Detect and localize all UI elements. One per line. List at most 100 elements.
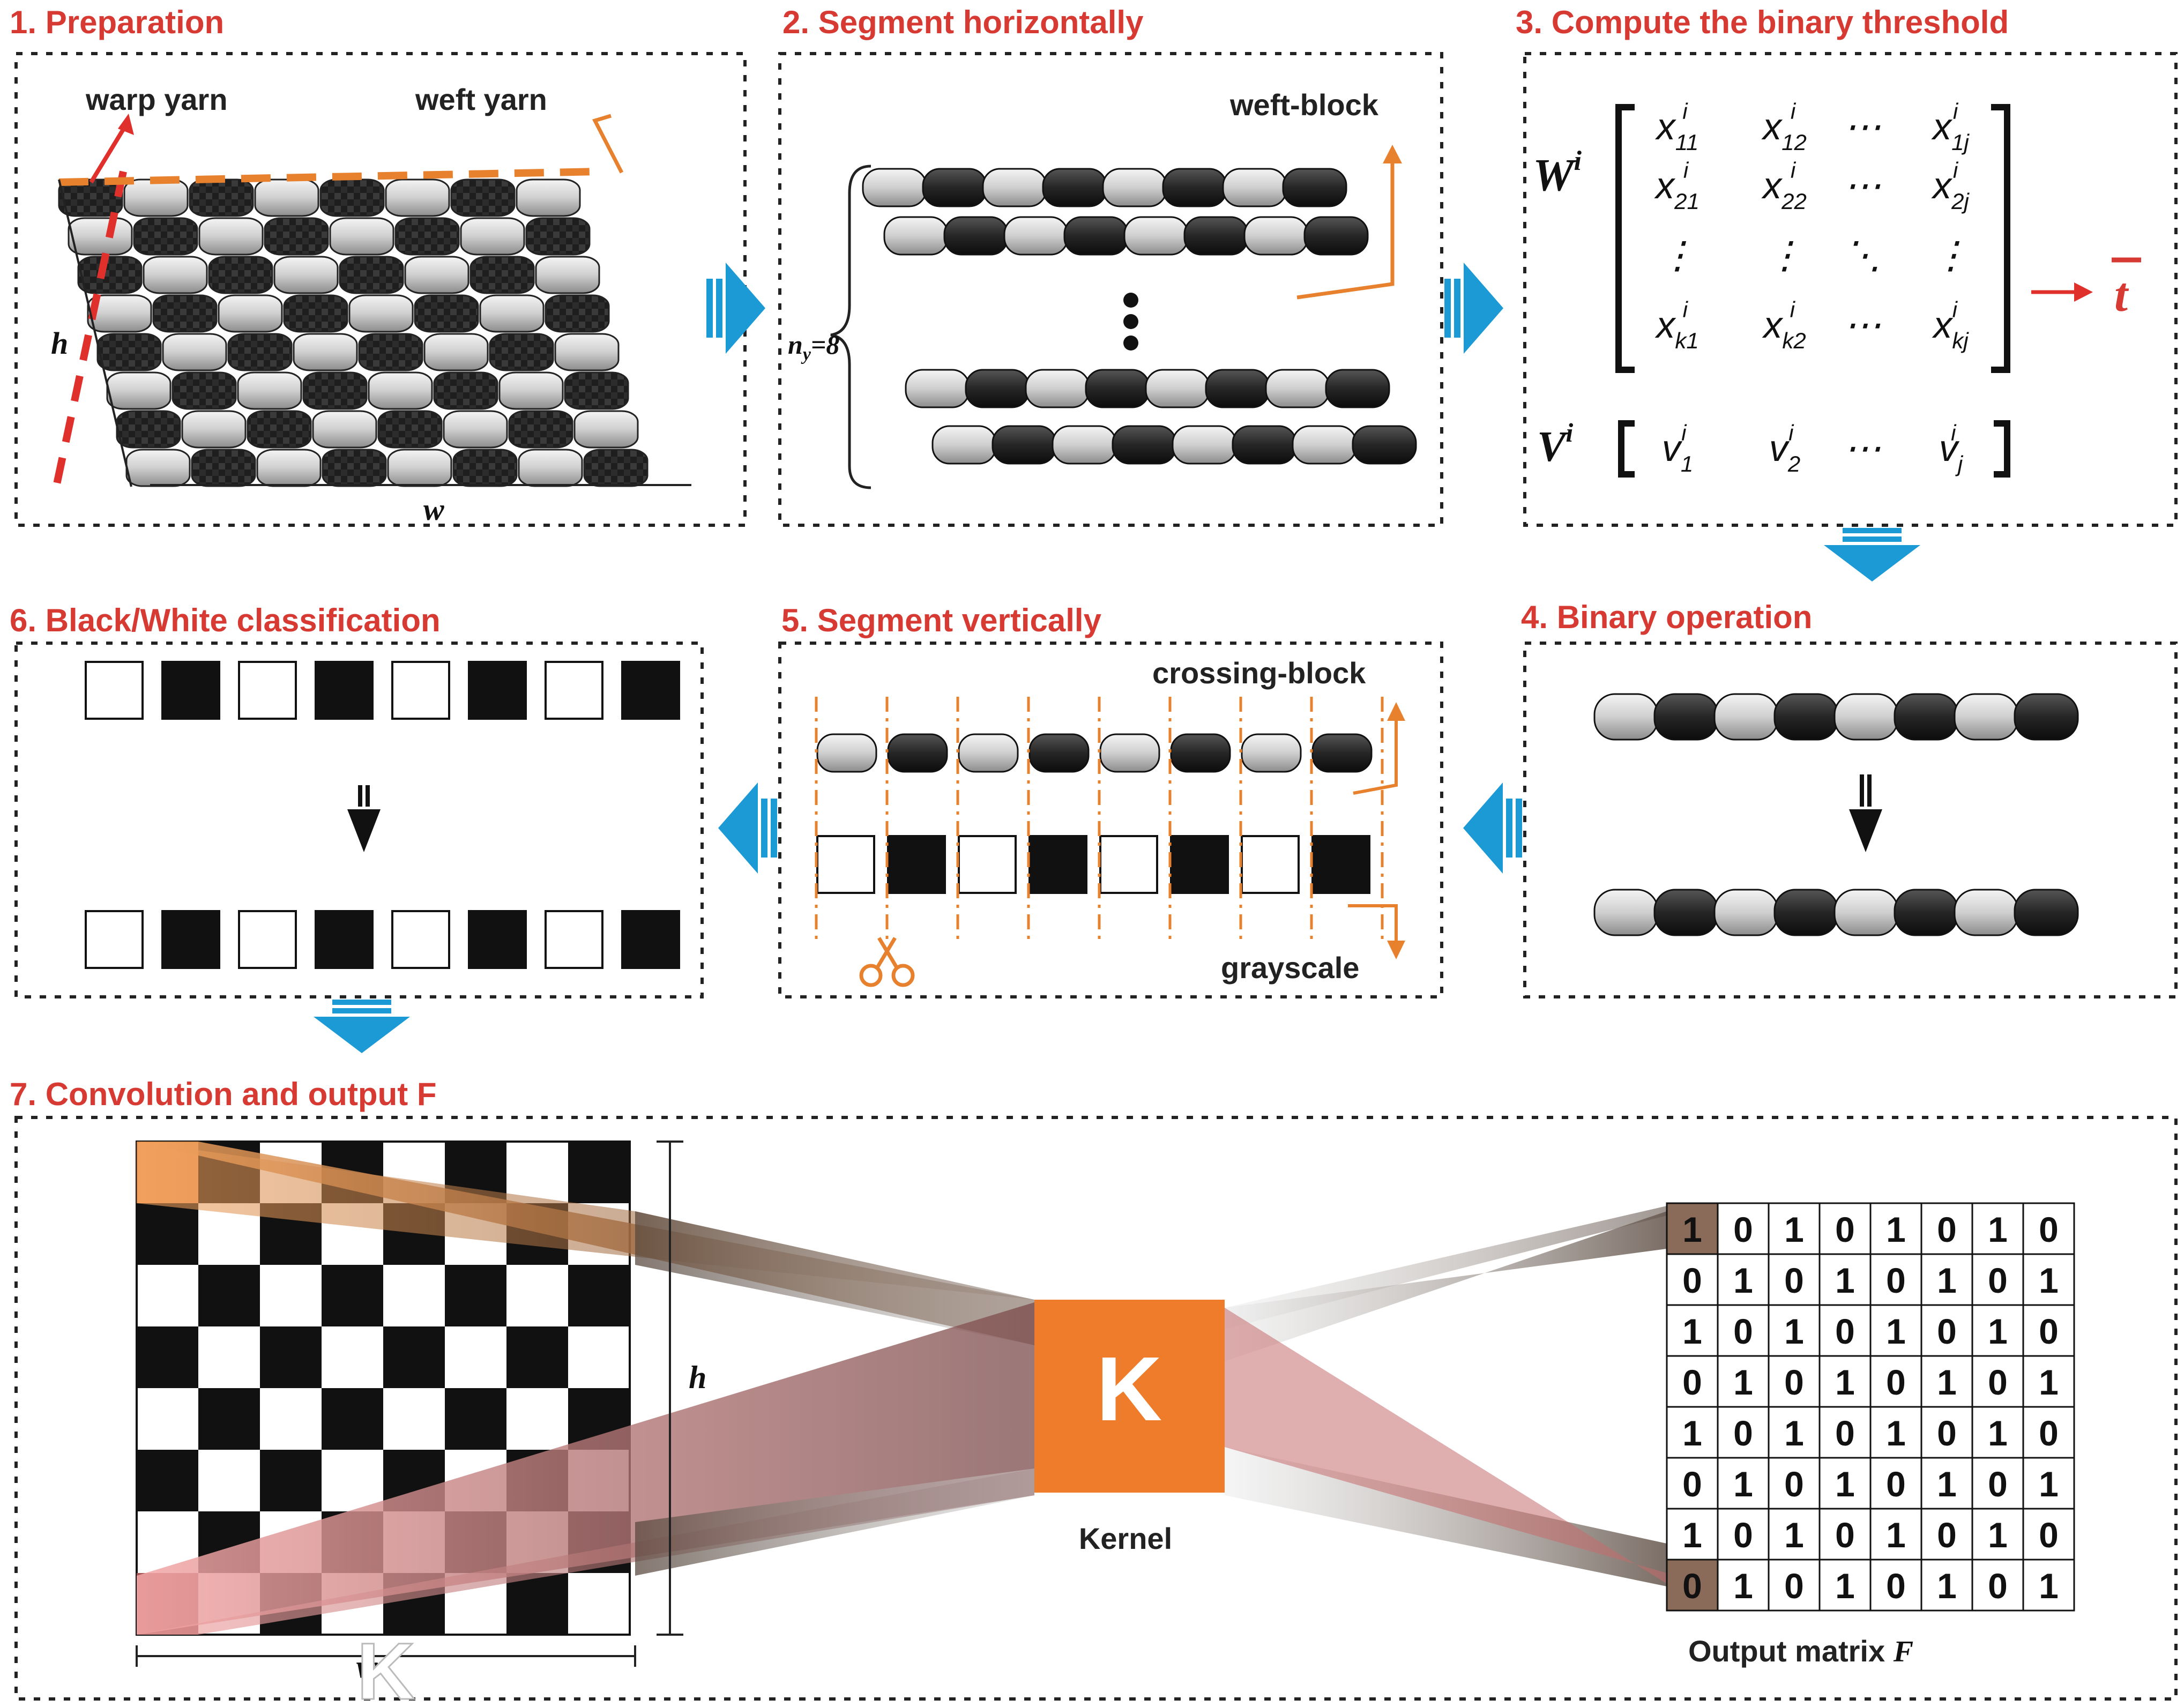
matrix-value: 0 — [1784, 1362, 1804, 1402]
panel-title: 1. Preparation — [10, 4, 224, 40]
grid-cell — [383, 1265, 445, 1326]
weft-crossing — [387, 449, 452, 487]
matrix-value: 1 — [1937, 1566, 1957, 1606]
panel-title: 7. Convolution and output F — [10, 1076, 437, 1112]
binary-blocks — [85, 910, 680, 969]
binary-block — [621, 910, 680, 969]
crossing-block — [958, 733, 1019, 773]
grayscale-block — [887, 835, 946, 894]
warp-crossing — [264, 217, 329, 256]
dark-segment — [1653, 693, 1719, 741]
light-segment — [1833, 693, 1899, 741]
matrix-cell — [1666, 1457, 1719, 1510]
weft-yarn-label: weft yarn — [415, 83, 547, 116]
binary-block — [315, 910, 374, 969]
W-label: Wi — [1533, 146, 1582, 200]
weft-crossing — [535, 256, 600, 294]
matrix-value: 0 — [1835, 1413, 1855, 1453]
grid-cell — [322, 1326, 383, 1388]
warp-yarn-label: warp yarn — [85, 83, 228, 116]
warp-crossing — [227, 333, 293, 371]
matrix-value: 1 — [1937, 1261, 1957, 1300]
threshold-t: t — [2114, 269, 2129, 322]
dark-segment — [1085, 369, 1150, 408]
kernel-box — [1034, 1300, 1225, 1493]
kernel-ghost-letter: K — [357, 1626, 415, 1707]
matrix-entry: xkji — [1932, 297, 1969, 353]
matrix-cell — [2022, 1559, 2075, 1612]
matrix-value: 1 — [2039, 1566, 2059, 1606]
warp-arrow — [89, 119, 131, 184]
grayscale-block — [958, 835, 1017, 894]
warp-crossing — [377, 410, 443, 449]
warp-crossing — [452, 449, 518, 487]
weft-crossing — [329, 217, 394, 256]
vector-entry: ⋯ — [1844, 427, 1881, 469]
matrix-cell — [1869, 1355, 1922, 1408]
weft-crossing — [498, 371, 564, 410]
grayscale-block — [315, 661, 374, 720]
matrix-value: 1 — [1988, 1311, 2008, 1351]
warp-crossing — [489, 333, 554, 371]
matrix-value: 1 — [1937, 1362, 1957, 1402]
warp-crossing — [433, 371, 498, 410]
light-segment — [1265, 369, 1330, 408]
grid-cell — [260, 1450, 322, 1511]
weft-crossing — [573, 410, 639, 449]
matrix-value: 1 — [1682, 1413, 1702, 1453]
matrix-value: 1 — [2039, 1261, 2059, 1300]
light-segment — [1292, 425, 1357, 465]
kernel-label: Kernel — [1079, 1522, 1172, 1555]
matrix-value: 1 — [1682, 1210, 1702, 1249]
dark-segment — [1352, 425, 1417, 465]
light-segment — [1003, 216, 1069, 256]
matrix-value: 0 — [1784, 1261, 1804, 1300]
down-arrow — [347, 785, 381, 852]
matrix-value: 1 — [1733, 1362, 1753, 1402]
matrix-value: 0 — [1886, 1362, 1906, 1402]
weft-crossing — [68, 217, 133, 256]
matrix-value: 0 — [1988, 1566, 2008, 1606]
warp-crossing — [545, 294, 610, 333]
matrix-value: 1 — [1682, 1515, 1702, 1555]
grayscale-block — [545, 661, 603, 720]
warp-crossing — [322, 449, 387, 487]
brace — [830, 165, 871, 489]
matrix-value: 0 — [1682, 1261, 1702, 1300]
weft-crossing — [479, 294, 545, 333]
weft-crossing — [237, 371, 302, 410]
warp-crossing — [394, 217, 460, 256]
matrix-value: 1 — [1988, 1210, 2008, 1249]
matrix-entry: xk1i — [1654, 297, 1698, 353]
weft-crossing — [385, 178, 450, 217]
dark-segment — [1325, 369, 1390, 408]
grayscale-block — [1099, 835, 1158, 894]
binary-block — [468, 910, 527, 969]
panel-segment-vertically: 5. Segment vertically crossing-block gra… — [778, 602, 1443, 998]
matrix-value: 1 — [1886, 1210, 1906, 1249]
grayscale-blocks — [85, 661, 680, 720]
grayscale-blocks — [816, 835, 1370, 894]
weft-crossing — [423, 333, 489, 371]
output-beam-bottom — [1225, 1308, 1704, 1584]
matrix-cell — [1818, 1559, 1872, 1612]
panel-border — [778, 642, 1443, 998]
down-arrow — [1849, 774, 1882, 852]
output-beam-top — [1225, 1206, 1704, 1329]
matrix-entry: ⋯ — [1844, 165, 1881, 206]
flow-arrow-right — [706, 263, 765, 354]
grid-cell — [383, 1326, 445, 1388]
vector-bracket-left — [1618, 420, 1635, 478]
vector-bracket-right — [1994, 420, 2010, 478]
dark-segment — [1773, 889, 1839, 936]
grid-cell — [198, 1388, 260, 1450]
matrix-cell — [1971, 1508, 2024, 1561]
panel-border — [778, 52, 1443, 527]
matrix-value: 0 — [1886, 1464, 1906, 1504]
grid-cell — [445, 1388, 506, 1450]
weft-crossing — [443, 410, 508, 449]
weft-block-label: weft-block — [1229, 88, 1379, 122]
grid-cell — [445, 1326, 506, 1388]
